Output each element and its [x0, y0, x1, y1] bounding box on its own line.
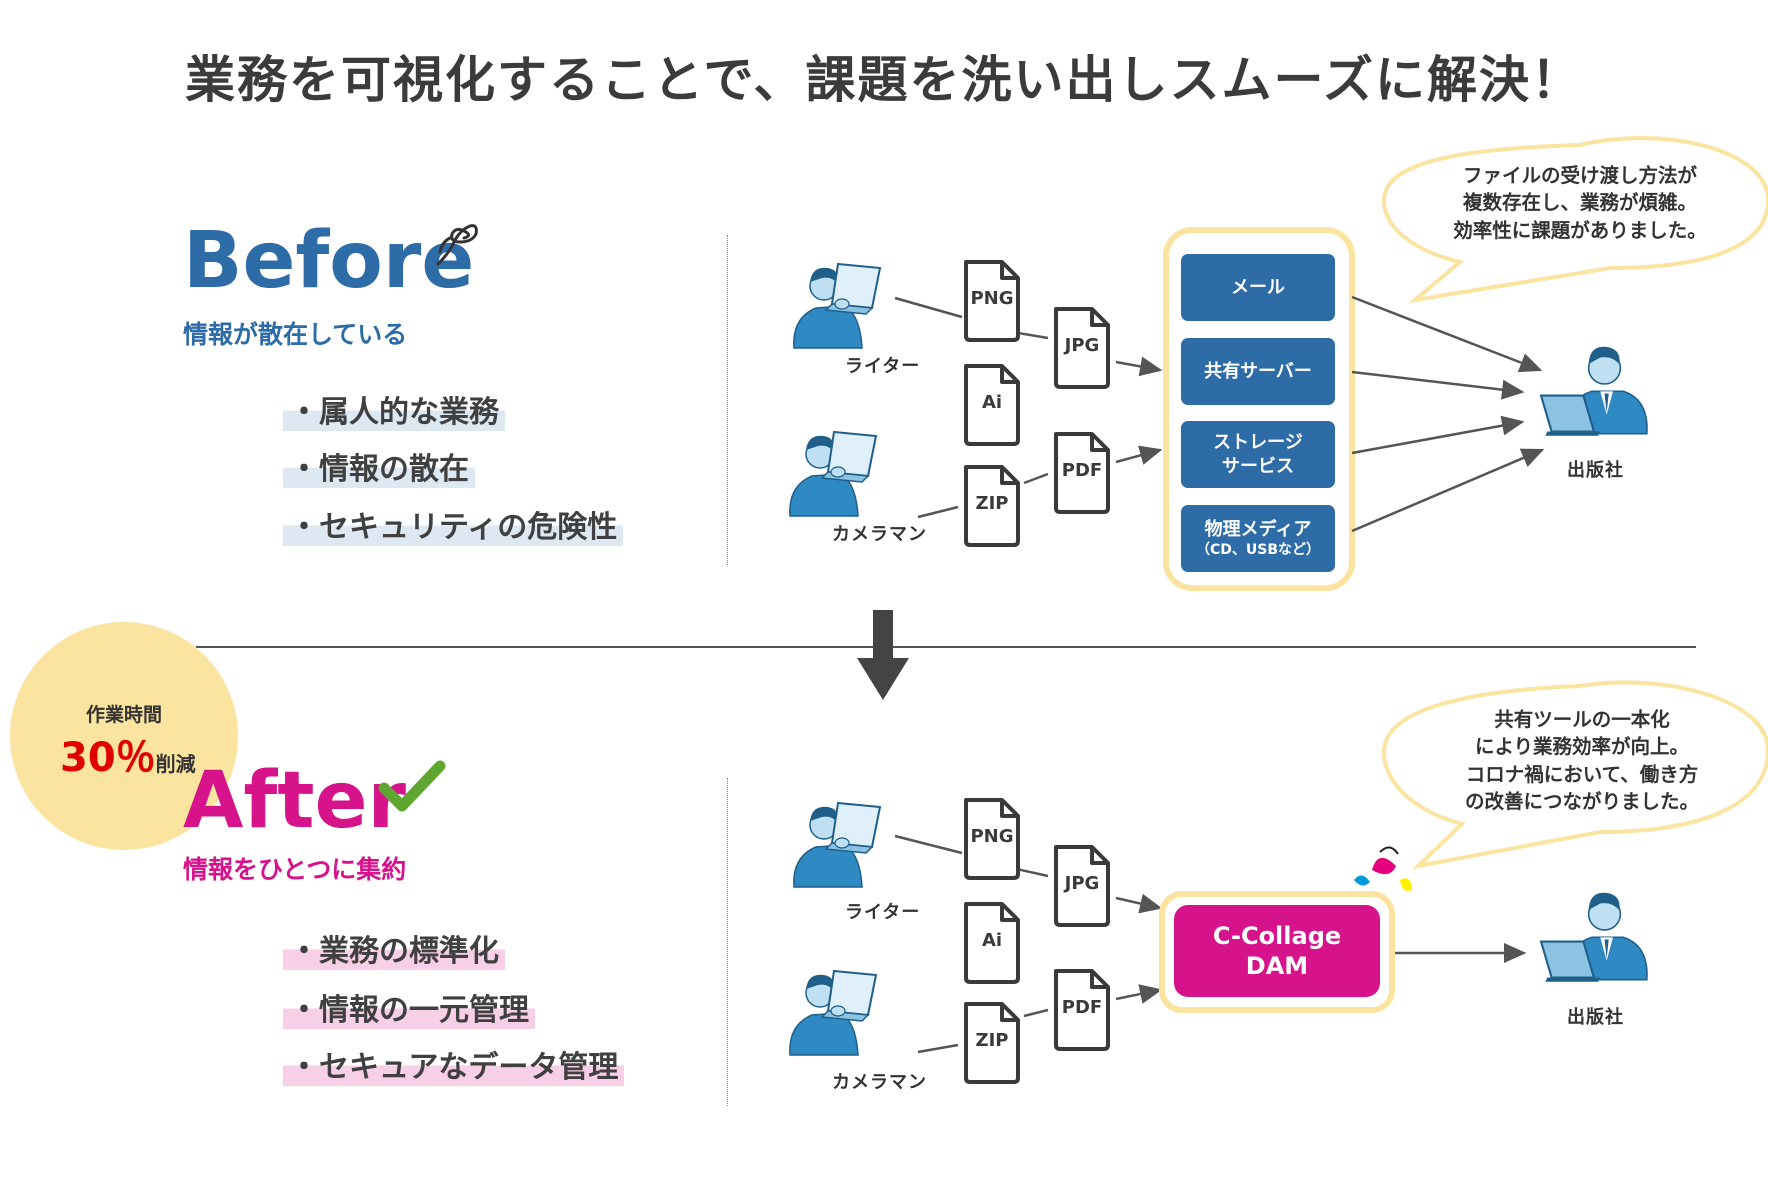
after-bubble-text: 共有ツールの一本化 により業務効率が向上。 コロナ禍において、働き方 の改善につ… — [1464, 708, 1699, 813]
after-heading: After — [183, 756, 406, 846]
after-publisher-label: 出版社 — [1567, 1007, 1624, 1028]
check-icon — [378, 760, 446, 812]
before-bubble-text: ファイルの受け渡し方法が 複数存在し、業務が煩雑。 効率性に課題がありました。 — [1453, 164, 1707, 242]
png-file-icon: PNG — [962, 258, 1022, 344]
after-ai-file-icon: Ai — [962, 900, 1022, 986]
before-subheading: 情報が散在している — [183, 320, 408, 349]
before-divider — [727, 235, 728, 565]
after-subheading: 情報をひとつに集約 — [183, 855, 407, 884]
badge-value-row: 30％削減 — [60, 725, 196, 783]
page-title: 業務を可視化することで、課題を洗い出しスムーズに解決！ — [185, 51, 1583, 109]
after-png-file-icon: PNG — [962, 796, 1022, 882]
before-speech-bubble — [1381, 136, 1768, 304]
before-cameraman-label: カメラマン — [832, 524, 927, 545]
after-writer-label: ライター — [845, 902, 921, 923]
down-arrow-icon — [857, 610, 909, 700]
jpg-file-icon: JPG — [1052, 305, 1112, 391]
badge-label: 作業時間 — [85, 704, 162, 726]
after-bullet-2: ・情報の一元管理 — [283, 983, 535, 1029]
zip-file-icon: ZIP — [962, 463, 1022, 549]
c-collage-dam-box: C-Collage DAM — [1174, 905, 1380, 997]
after-zip-file-icon: ZIP — [962, 1000, 1022, 1086]
after-cameraman-label: カメラマン — [832, 1072, 927, 1093]
after-publisher-icon — [1540, 891, 1649, 983]
after-speech-bubble — [1381, 680, 1768, 870]
before-bullet-2: ・情報の散在 — [283, 442, 475, 488]
after-bullet-3: ・セキュアなデータ管理 — [283, 1040, 625, 1086]
badge-suffix: 削減 — [155, 752, 196, 776]
before-publisher-label: 出版社 — [1567, 460, 1624, 481]
methods-frame — [1163, 227, 1355, 591]
method-storage-service: ストレージ サービス — [1181, 421, 1335, 488]
before-writer-label: ライター — [845, 356, 921, 377]
swirl-icon — [436, 224, 478, 266]
after-bullet-1: ・業務の標準化 — [283, 924, 505, 970]
after-cameraman-laptop-icon — [788, 970, 877, 1056]
after-jpg-file-icon: JPG — [1052, 843, 1112, 929]
badge-value: 30％ — [60, 735, 156, 781]
after-writer-laptop-icon — [792, 802, 881, 888]
ai-file-icon: Ai — [962, 362, 1022, 448]
after-divider — [727, 778, 728, 1106]
before-heading: Before — [183, 216, 475, 306]
reduction-badge — [10, 622, 238, 850]
method-email: メール — [1181, 254, 1335, 321]
after-pdf-file-icon: PDF — [1052, 967, 1112, 1053]
method-shared-server: 共有サーバー — [1181, 338, 1335, 405]
method-physical-media: 物理メディア（CD、USBなど） — [1181, 505, 1335, 572]
section-divider — [196, 646, 1696, 648]
before-bullet-1: ・属人的な業務 — [283, 385, 505, 431]
product-frame — [1159, 891, 1395, 1013]
pdf-file-icon: PDF — [1052, 430, 1112, 516]
before-bullet-3: ・セキュリティの危険性 — [283, 500, 624, 546]
